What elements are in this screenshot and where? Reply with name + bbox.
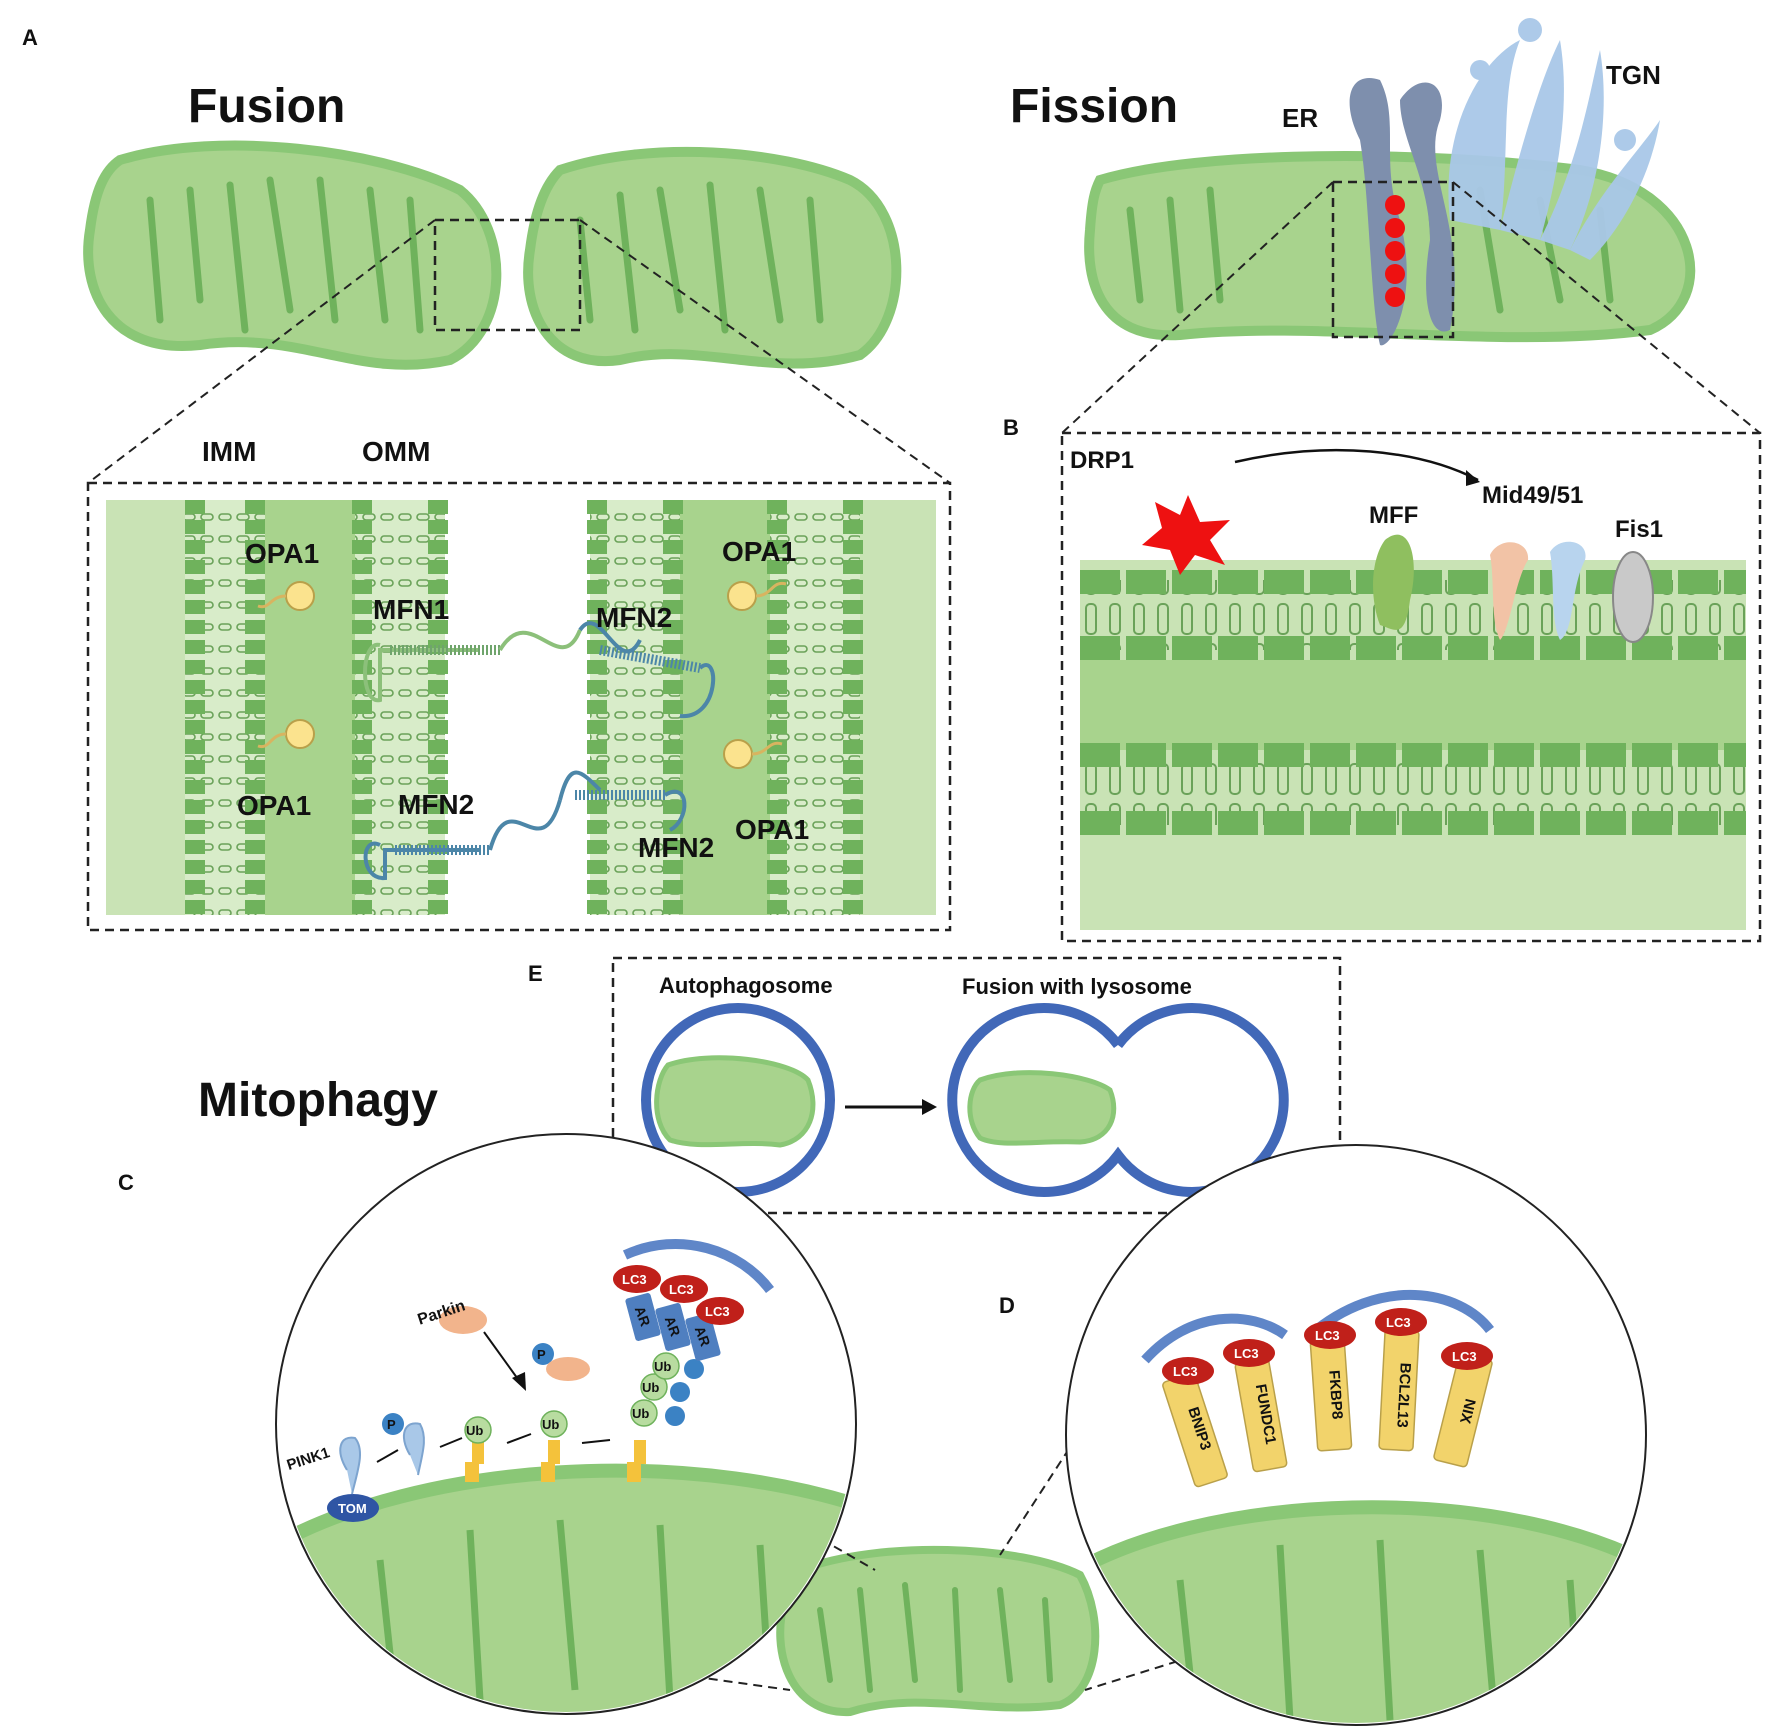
p-label-1: P <box>387 1417 396 1432</box>
mid51-protein <box>1550 541 1586 640</box>
fission-zoom-lines <box>1061 181 1761 434</box>
mitophagy-title: Mitophagy <box>198 1074 438 1127</box>
omm-label: OMM <box>362 436 430 467</box>
fis1-label: Fis1 <box>1615 516 1663 543</box>
mfn2-label-bottom-right: MFN2 <box>638 832 714 863</box>
autophagosome-label: Autophagosome <box>659 973 833 998</box>
lc3-d-label-1: LC3 <box>1173 1364 1198 1379</box>
fission-title: Fission <box>1010 80 1178 133</box>
fusion-mitochondrion-left <box>83 140 502 370</box>
bilayer-omm-right <box>587 500 683 915</box>
degrading-mitochondrion <box>967 1070 1117 1146</box>
er-label: ER <box>1282 103 1318 133</box>
mitophagy-mitochondrion <box>776 1545 1100 1717</box>
tgn-structure <box>1448 18 1660 260</box>
panel-label-b: B <box>1003 415 1019 440</box>
mff-label: MFF <box>1369 502 1418 529</box>
drp1-arrowhead <box>1466 470 1480 486</box>
nix-label: NIX <box>1456 1397 1479 1425</box>
ar-label-2: AR <box>662 1314 684 1338</box>
lc3-d-label-5: LC3 <box>1452 1349 1477 1364</box>
fusion-title: Fusion <box>188 80 345 133</box>
tom-label: TOM <box>338 1501 367 1516</box>
fusion-mitochondrion-right <box>523 146 902 369</box>
mfn2-label-top-right: MFN2 <box>596 602 672 633</box>
lc3-c-label-3: LC3 <box>705 1304 730 1319</box>
ub-label-4: Ub <box>642 1380 659 1395</box>
p-label-2: P <box>537 1347 546 1362</box>
fission-zoom-box <box>1331 180 1455 339</box>
imm-label: IMM <box>202 436 256 467</box>
opa1-label-bottom-left: OPA1 <box>237 790 311 821</box>
lc3-d-label-3: LC3 <box>1315 1328 1340 1343</box>
panel-label-c: C <box>118 1170 134 1195</box>
lc3-d-label-2: LC3 <box>1234 1346 1259 1361</box>
autolysosome <box>947 1003 1289 1197</box>
opa1-label-top-left: OPA1 <box>245 538 319 569</box>
panel-label-a: A <box>22 25 38 50</box>
lc3-d-label-4: LC3 <box>1386 1315 1411 1330</box>
lysosome-fusion-panel <box>611 956 1342 1215</box>
receptor-mitophagy-zoom <box>1065 1144 1647 1726</box>
ub-label-1: Ub <box>466 1423 483 1438</box>
mfn1-label: MFN1 <box>373 594 449 625</box>
bilayer-imm-left <box>185 500 265 915</box>
mfn2-label-bottom-left: MFN2 <box>398 789 474 820</box>
ub-label-3: Ub <box>632 1406 649 1421</box>
fusion-membrane-panel <box>86 481 952 932</box>
mid49-protein <box>1490 542 1529 640</box>
ub-label-5: Ub <box>654 1359 671 1374</box>
fusion-zoom-box <box>433 218 582 332</box>
fission-membrane-panel <box>1060 431 1762 943</box>
ar-label-3: AR <box>692 1324 714 1348</box>
fusion-lysosome-label: Fusion with lysosome <box>962 974 1192 999</box>
fusion-zoom-lines <box>87 219 951 484</box>
panel-label-d: D <box>999 1293 1015 1318</box>
mfn-proteins <box>363 621 716 880</box>
opa1-label-bottom-right: OPA1 <box>735 814 809 845</box>
mff-protein <box>1373 534 1414 630</box>
lc3-c-label-2: LC3 <box>669 1282 694 1297</box>
fis1-protein <box>1612 551 1654 643</box>
bilayer-imm-right <box>767 500 863 915</box>
bcl2l13-label: BCL2L13 <box>1393 1362 1413 1428</box>
panel-label-e: E <box>528 961 543 986</box>
lc3-c-label-1: LC3 <box>622 1272 647 1287</box>
tgn-label: TGN <box>1606 60 1661 90</box>
ub-label-2: Ub <box>542 1417 559 1432</box>
fkbp8-label: FKBP8 <box>1325 1370 1345 1420</box>
drp1-star <box>1142 495 1230 575</box>
opa1-label-top-right: OPA1 <box>722 536 796 567</box>
drp1-ring-stars <box>1385 195 1405 307</box>
engulfed-mitochondrion <box>654 1055 816 1148</box>
drp1-label: DRP1 <box>1070 447 1134 474</box>
opa1-proteins <box>257 581 787 769</box>
e-arrowhead <box>922 1099 937 1115</box>
mid49-51-label: Mid49/51 <box>1482 482 1583 509</box>
ar-label-1: AR <box>632 1304 654 1328</box>
drp1-recruit-arrow <box>1234 448 1479 482</box>
